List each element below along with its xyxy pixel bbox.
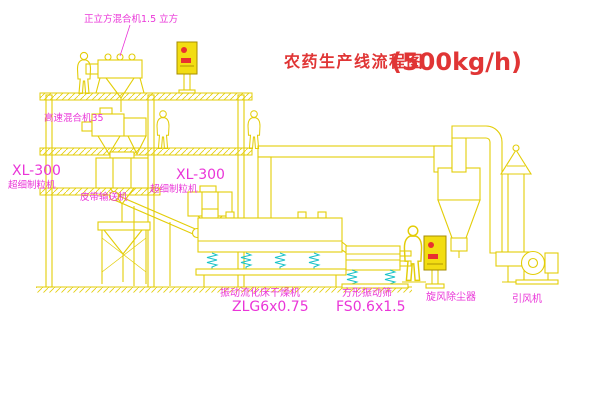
label-granulator-left-name: 超细制粒机 [8,179,56,191]
vibrating-sieve [341,245,412,289]
label-cyclone: 旋风除尘器 [426,290,476,303]
title-capacity: (500kg/h) [391,48,522,76]
label-high-speed-mixer: 高速混合机35 [44,112,104,124]
label-granulator-left-model: XL-300 [12,163,61,179]
induced-draft-fan [495,250,559,285]
label-sieve-model: FS0.6x1.5 [336,299,406,315]
control-cabinet-upper [176,41,198,94]
high-speed-mixer [81,107,147,156]
granulator-left [95,151,149,222]
fluid-bed-dryer [195,208,353,287]
building-frame [39,92,253,288]
operator-floor2-right [247,110,261,150]
label-dryer-model: ZLG6x0.75 [232,299,309,315]
label-belt-conveyor: 皮带输送机 [80,191,128,203]
indicator-light [428,242,434,248]
label-granulator-right-model: XL-300 [176,167,225,183]
label-draft-fan: 引风机 [512,292,542,305]
cyclone-separator [433,125,503,258]
leader-line-cube-mixer [119,24,131,57]
exhaust-duct [257,145,449,220]
discharge-hopper-stand [97,221,151,284]
control-cabinet-lower [423,235,447,289]
label-dryer-name: 振动流化床干燥机 [220,286,300,299]
indicator-light [181,47,187,53]
label-sieve-name: 方形振动筛 [342,286,392,299]
operator-floor2-left [156,110,170,150]
label-cube-mixer: 正立方混合机1.5 立方 [84,13,178,25]
label-granulator-right-name: 超细制粒机 [150,183,198,195]
cube-mixer [85,53,145,112]
page-title: 农药生产线流程图 [283,52,424,71]
